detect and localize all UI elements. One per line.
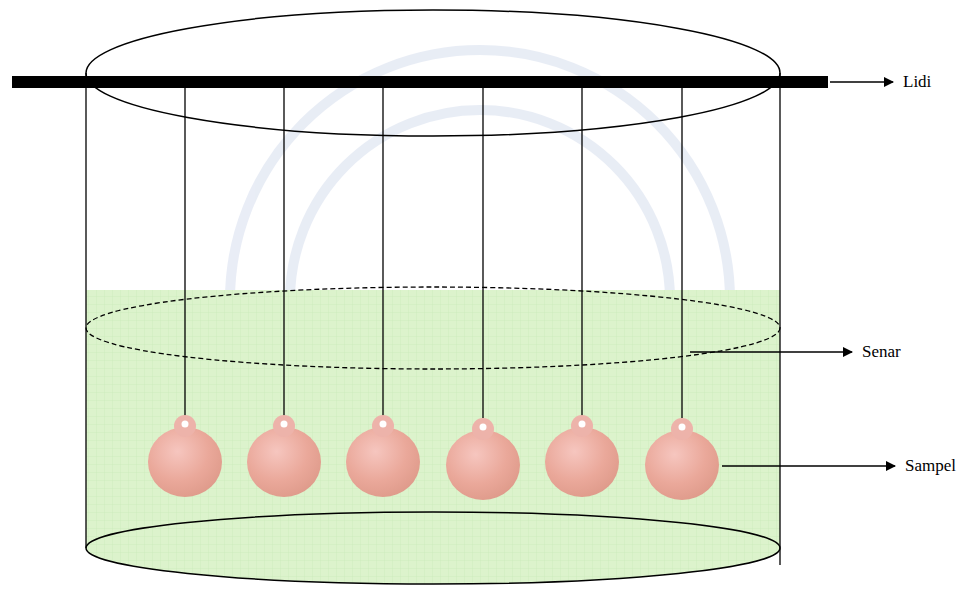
samples — [148, 415, 719, 500]
part-label: Sampel — [905, 456, 956, 476]
liquid — [86, 290, 780, 584]
container-base — [86, 512, 780, 584]
leader-arrow — [722, 465, 895, 466]
container-wall — [85, 73, 86, 548]
container-wall — [779, 73, 780, 565]
part-label: Senar — [862, 342, 901, 362]
part-label: Lidi — [903, 72, 931, 92]
container-rim — [86, 10, 780, 136]
strings — [185, 88, 682, 418]
liquid-grid — [86, 290, 780, 584]
liquid-surface — [86, 287, 780, 369]
leader-arrow — [830, 81, 893, 82]
leader-arrow — [690, 351, 852, 352]
stick — [12, 76, 828, 88]
